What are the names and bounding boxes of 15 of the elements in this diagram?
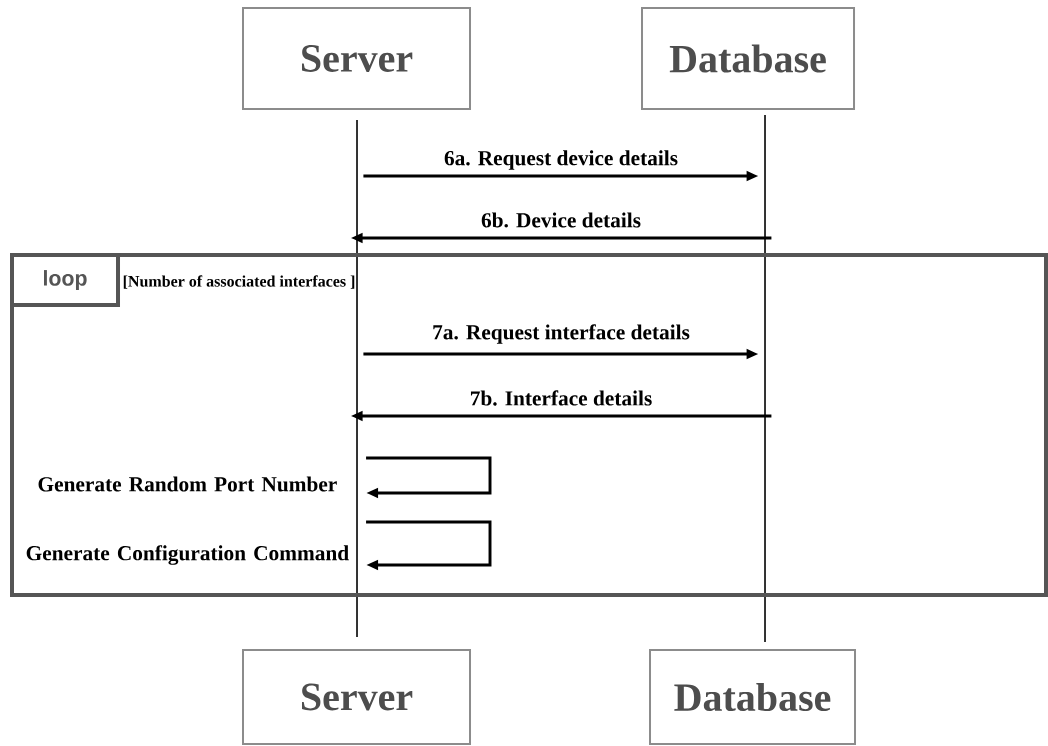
message-label: Generate Random Port Number — [38, 476, 337, 492]
guard-text: [Number of associated interfaces ] — [123, 275, 355, 289]
message-label: 7b. Interface details — [468, 389, 654, 407]
lifeline — [764, 115, 766, 642]
participant-box: Server — [242, 7, 471, 110]
participant-box: Database — [641, 7, 855, 110]
loop-tag: loop — [10, 253, 120, 307]
message-label: 6b. Device details — [479, 211, 643, 229]
message-label: 7a. Request interface details — [430, 322, 692, 346]
message-label: Generate Configuration Command — [26, 545, 349, 565]
participant-box: Server — [242, 649, 471, 745]
self-message-arrow — [366, 520, 492, 571]
message-label: 6a. Request device details — [442, 149, 680, 171]
self-message-arrow — [366, 456, 492, 499]
participant-box: Database — [649, 649, 856, 745]
